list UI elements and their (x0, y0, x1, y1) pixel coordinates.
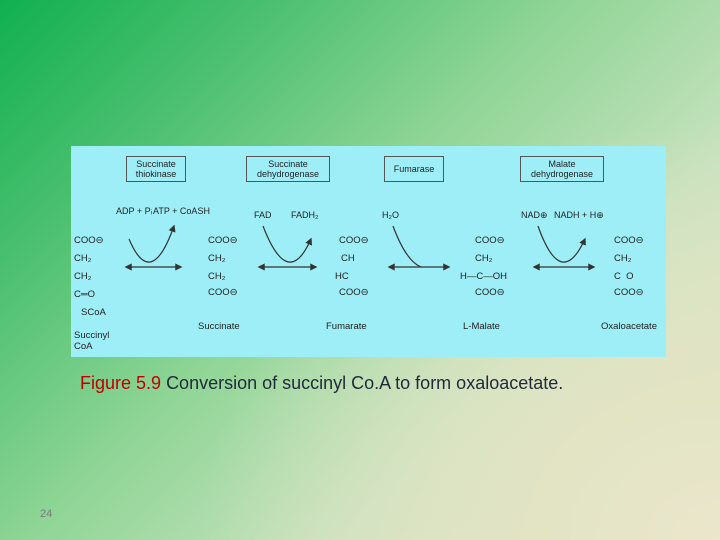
cofactor-nad: NAD⊕ (521, 210, 548, 220)
enzyme-box-4: Malate dehydrogenase (520, 156, 604, 182)
formula-line: C═O (74, 289, 95, 300)
formula-line: CH (341, 253, 355, 264)
slide-number: 24 (40, 508, 53, 520)
cofactor-nadh: NADH + H⊕ (554, 210, 604, 220)
compound-name: Succinate (198, 321, 240, 332)
formula-line: COO⊖ (475, 287, 505, 298)
figure-caption: Figure 5.9 Conversion of succinyl Co.A t… (80, 373, 680, 394)
formula-line: COO⊖ (208, 287, 238, 298)
compound-name: Succinyl CoA (74, 330, 110, 352)
enzyme-label-4: Malate dehydrogenase (530, 159, 594, 179)
enzyme-label-1: Succinate thiokinase (135, 159, 177, 179)
enzyme-label-3: Fumarase (393, 164, 435, 174)
formula-line: COO⊖ (614, 287, 644, 298)
cofactor-atp: ATP + CoASH (153, 206, 210, 216)
cofactor-curve-4 (537, 225, 586, 263)
enzyme-box-1: Succinate thiokinase (126, 156, 186, 182)
formula-line: C O (614, 271, 634, 282)
formula-line: COO⊖ (614, 235, 644, 246)
compound-name: Fumarate (326, 321, 367, 332)
formula-line: CH₂ (74, 271, 92, 282)
compound-name: L-Malate (463, 321, 500, 332)
formula-line: CH₂ (208, 253, 226, 264)
enzyme-label-2: Succinate dehydrogenase (256, 159, 320, 179)
formula-line: H—C—OH (460, 271, 507, 282)
cofactor-curve-1 (128, 224, 176, 263)
formula-line: COO⊖ (339, 287, 369, 298)
cofactor-fadh2: FADH₂ (291, 210, 319, 220)
formula-line: SCoA (81, 307, 106, 318)
formula-line: COO⊖ (339, 235, 369, 246)
enzyme-box-3: Fumarase (384, 156, 444, 182)
compound-name: Oxaloacetate (601, 321, 657, 332)
formula-line: CH₂ (475, 253, 493, 264)
formula-line: COO⊖ (475, 235, 505, 246)
formula-line: CH₂ (614, 253, 632, 264)
cofactor-curve-2 (262, 225, 312, 263)
tca-reaction-figure: Succinate thiokinase Succinate dehydroge… (71, 146, 666, 357)
caption-text: Conversion of succinyl Co.A to form oxal… (166, 373, 564, 393)
reaction-arrows (124, 224, 596, 271)
formula-line: COO⊖ (208, 235, 238, 246)
cofactor-adp: ADP + Pᵢ (116, 206, 153, 216)
formula-line: HC (335, 271, 349, 282)
formula-line: COO⊖ (74, 235, 104, 246)
formula-line: CH₂ (208, 271, 226, 282)
cofactor-fad: FAD (254, 210, 272, 220)
cofactor-curve-3 (392, 225, 422, 268)
caption-number: Figure 5.9 (80, 373, 162, 393)
formula-line: CH₂ (74, 253, 92, 264)
enzyme-box-2: Succinate dehydrogenase (246, 156, 330, 182)
cofactor-water: H₂O (382, 210, 399, 220)
